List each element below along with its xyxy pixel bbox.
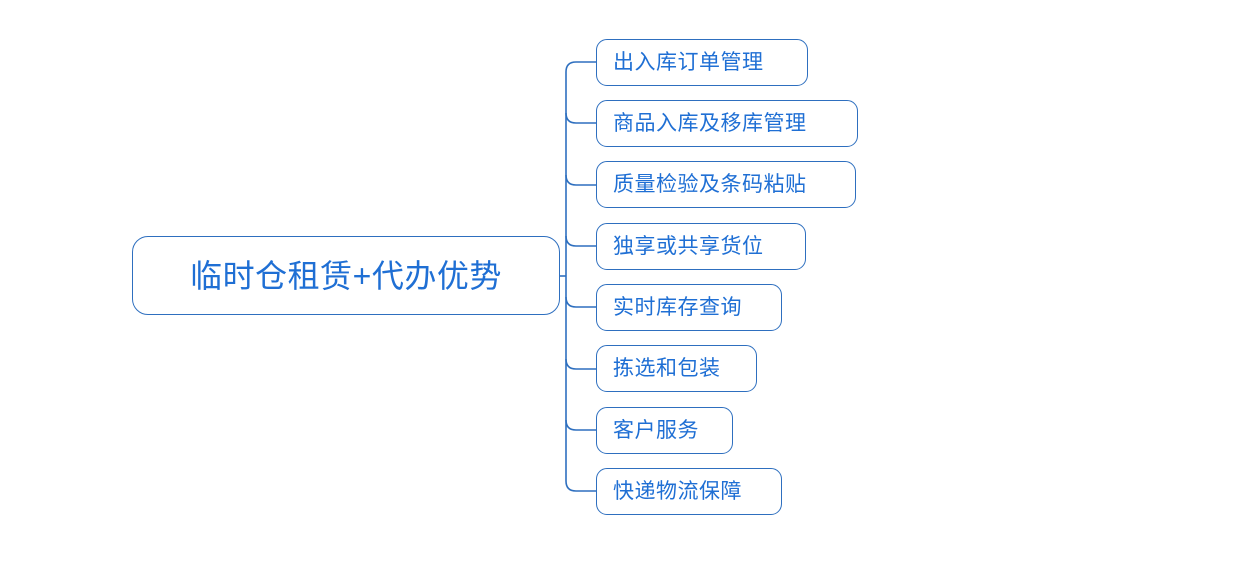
connector-branch-5 <box>565 296 596 308</box>
branch-node-label: 质量检验及条码粘贴 <box>613 172 807 196</box>
connector-branch-6 <box>565 358 596 370</box>
branch-node-8[interactable]: 快递物流保障 <box>596 468 782 515</box>
branch-node-6[interactable]: 拣选和包装 <box>596 345 757 392</box>
branch-node-3[interactable]: 质量检验及条码粘贴 <box>596 161 856 208</box>
connector-branch-4 <box>565 235 596 247</box>
branch-node-5[interactable]: 实时库存查询 <box>596 284 782 331</box>
branch-node-label: 独享或共享货位 <box>613 234 764 258</box>
connector-branch-1 <box>565 61 596 73</box>
central-node[interactable]: 临时仓租赁+代办优势 <box>132 236 560 315</box>
branch-node-label: 快递物流保障 <box>613 479 742 503</box>
connector-branch-3 <box>565 174 596 186</box>
connector-branch-2 <box>565 112 596 124</box>
branch-node-4[interactable]: 独享或共享货位 <box>596 223 806 270</box>
branch-node-label: 客户服务 <box>613 418 699 442</box>
branch-node-label: 商品入库及移库管理 <box>613 111 807 135</box>
branch-node-label: 出入库订单管理 <box>613 50 764 74</box>
branch-node-label: 实时库存查询 <box>613 295 742 319</box>
branch-node-7[interactable]: 客户服务 <box>596 407 733 454</box>
connector-branch-8 <box>565 480 596 492</box>
branch-node-label: 拣选和包装 <box>613 356 721 380</box>
connector-branch-7 <box>565 419 596 431</box>
branch-node-1[interactable]: 出入库订单管理 <box>596 39 808 86</box>
branch-node-2[interactable]: 商品入库及移库管理 <box>596 100 858 147</box>
central-node-label: 临时仓租赁+代办优势 <box>190 257 502 294</box>
